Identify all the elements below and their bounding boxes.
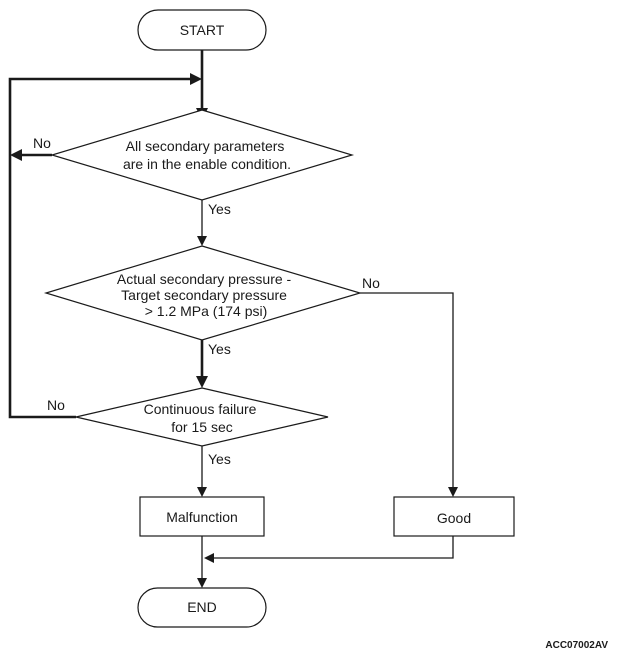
pressure-yes-label: Yes bbox=[208, 341, 231, 357]
enable-condition-line-2: are in the enable condition. bbox=[123, 156, 291, 172]
good-box bbox=[393, 496, 515, 537]
failure-no-label: No bbox=[47, 397, 65, 413]
figure-code: ACC07002AV bbox=[545, 640, 608, 651]
pressure-condition-line-3: > 1.2 MPa (174 psi) bbox=[145, 303, 268, 319]
enable-yes-label: Yes bbox=[208, 201, 231, 217]
pressure-condition-text: Actual secondary pressure - Target secon… bbox=[117, 271, 295, 319]
connector-pressure-no bbox=[360, 292, 454, 488]
failure-condition-line-1: Continuous failure bbox=[144, 401, 257, 417]
arrowhead-end-in bbox=[197, 578, 207, 588]
enable-no-label: No bbox=[33, 135, 51, 151]
malfunction-box bbox=[139, 496, 265, 537]
arrowhead-malfunction-in bbox=[197, 487, 207, 497]
enable-condition-text: All secondary parameters are in the enab… bbox=[123, 138, 291, 172]
arrowhead-pressure-in bbox=[197, 236, 207, 246]
failure-decision bbox=[75, 387, 329, 447]
pressure-condition-line-1: Actual secondary pressure - bbox=[117, 271, 292, 287]
enable-condition-decision bbox=[49, 109, 355, 201]
failure-condition-line-2: for 15 sec bbox=[171, 419, 232, 435]
start-label: START bbox=[180, 22, 225, 38]
connector-loop-back bbox=[8, 77, 190, 419]
failure-yes-label: Yes bbox=[208, 451, 231, 467]
start-terminal bbox=[137, 9, 267, 51]
arrowhead-loop-back bbox=[190, 73, 202, 85]
arrowhead-good-in bbox=[448, 487, 458, 497]
end-terminal bbox=[137, 587, 267, 628]
end-label: END bbox=[187, 599, 217, 615]
malfunction-label: Malfunction bbox=[166, 509, 238, 525]
arrowhead-enable-no bbox=[10, 149, 22, 161]
pressure-condition-line-2: Target secondary pressure bbox=[121, 287, 287, 303]
arrowhead-merge bbox=[204, 553, 214, 563]
arrowhead-failure-in bbox=[196, 376, 208, 388]
good-label: Good bbox=[437, 510, 471, 526]
pressure-no-label: No bbox=[362, 275, 380, 291]
pressure-decision bbox=[43, 245, 363, 341]
failure-condition-text: Continuous failure for 15 sec bbox=[144, 401, 261, 435]
enable-condition-line-1: All secondary parameters bbox=[126, 138, 285, 154]
connector-good-to-end bbox=[213, 536, 454, 559]
